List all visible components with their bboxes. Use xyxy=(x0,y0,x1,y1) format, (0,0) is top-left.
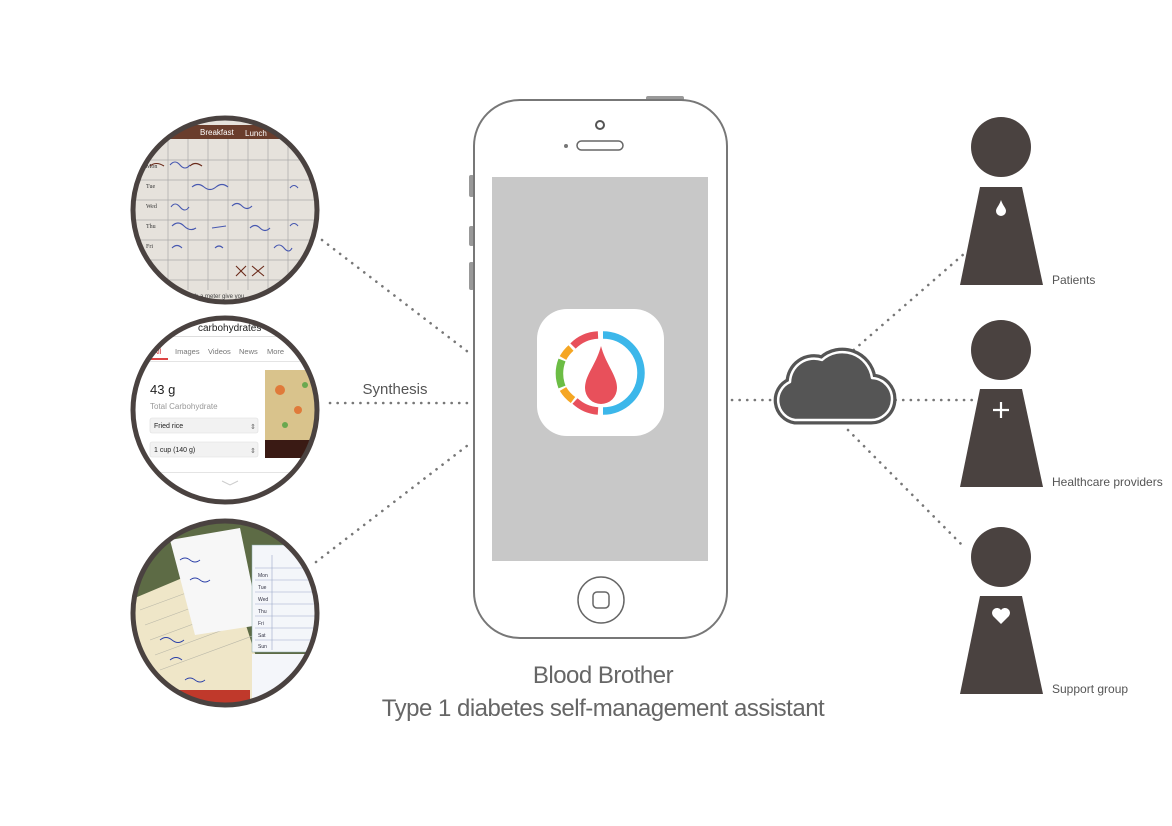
stakeholder-patients: Patients xyxy=(960,117,1095,287)
sensor xyxy=(564,144,568,148)
plus-icon xyxy=(993,402,1009,418)
svg-text:⇕: ⇕ xyxy=(250,423,256,431)
search-tab-videos: Videos xyxy=(208,347,231,356)
logbook-photo: Breakfast Lunch Mon Tue Wed Thu Fri Sat xyxy=(130,115,320,305)
notebook-day: Fri xyxy=(258,621,264,627)
synthesis-label: Synthesis xyxy=(362,381,427,398)
logbook-day: Fri xyxy=(146,244,153,250)
app-icon xyxy=(537,309,664,436)
carb-amount-label: Total Carbohydrate xyxy=(150,402,218,411)
home-button xyxy=(577,576,625,624)
logbook-day: Mon xyxy=(146,164,157,170)
mute-switch xyxy=(469,175,474,197)
volume-down-button xyxy=(469,262,474,290)
app-tagline: Type 1 diabetes self-management assistan… xyxy=(382,695,825,722)
logbook-day: Thu xyxy=(146,224,156,230)
photo-frame xyxy=(130,518,320,708)
stakeholder-support-group: Support group xyxy=(960,527,1128,696)
stakeholder-healthcare-providers: Healthcare providers xyxy=(960,320,1163,489)
notebook-day: Sun xyxy=(258,644,267,650)
logbook-day: Tue xyxy=(146,184,155,190)
phone xyxy=(469,96,728,639)
notebook-photo: Mon Tue Wed Thu Fri Sat Sun xyxy=(130,518,320,708)
stakeholder-label: Support group xyxy=(1052,682,1128,696)
logbook-day: Wed xyxy=(146,204,157,210)
search-result-photo: carbohydrates All Images Videos News Mor… xyxy=(130,315,320,505)
stakeholder-label: Healthcare providers xyxy=(1052,475,1163,489)
app-name: Blood Brother xyxy=(533,662,674,689)
connector-patients xyxy=(846,251,967,357)
logbook-header-breakfast: Breakfast xyxy=(200,128,235,137)
portion-select-value: 1 cup (140 g) xyxy=(154,447,195,454)
speaker xyxy=(576,140,624,151)
search-query: carbohydrates xyxy=(198,323,261,334)
search-tab-images: Images xyxy=(175,347,200,356)
logbook-footer: ks with a meter give you xyxy=(180,294,244,300)
connector-notebook xyxy=(314,440,474,564)
search-tab-more: More xyxy=(267,347,284,356)
connector-logbook xyxy=(320,238,474,357)
logbook-header-lunch: Lunch xyxy=(245,129,267,138)
notebook-day: Sat xyxy=(258,633,266,639)
connectors xyxy=(314,238,977,564)
heart-icon xyxy=(992,608,1010,624)
search-tab-news: News xyxy=(239,347,258,356)
notebook-day: Tue xyxy=(258,585,267,591)
photo-frame xyxy=(130,315,320,505)
notebook-day: Thu xyxy=(258,609,267,615)
volume-up-button xyxy=(469,226,474,246)
photo-frame xyxy=(130,115,320,305)
drop-icon xyxy=(585,346,617,404)
camera xyxy=(595,120,605,130)
carb-amount: 43 g xyxy=(150,382,175,397)
drop-icon xyxy=(996,200,1006,216)
search-tab-all: All xyxy=(153,347,162,356)
notebook-day: Wed xyxy=(258,597,268,603)
cloud-icon xyxy=(773,347,897,425)
connector-support xyxy=(846,428,967,550)
food-select xyxy=(149,417,259,434)
notebook-day: Mon xyxy=(258,573,268,579)
food-select-value: Fried rice xyxy=(154,423,183,430)
portion-select xyxy=(149,441,259,458)
svg-text:⇕: ⇕ xyxy=(250,447,256,455)
stakeholder-label: Patients xyxy=(1052,273,1095,287)
